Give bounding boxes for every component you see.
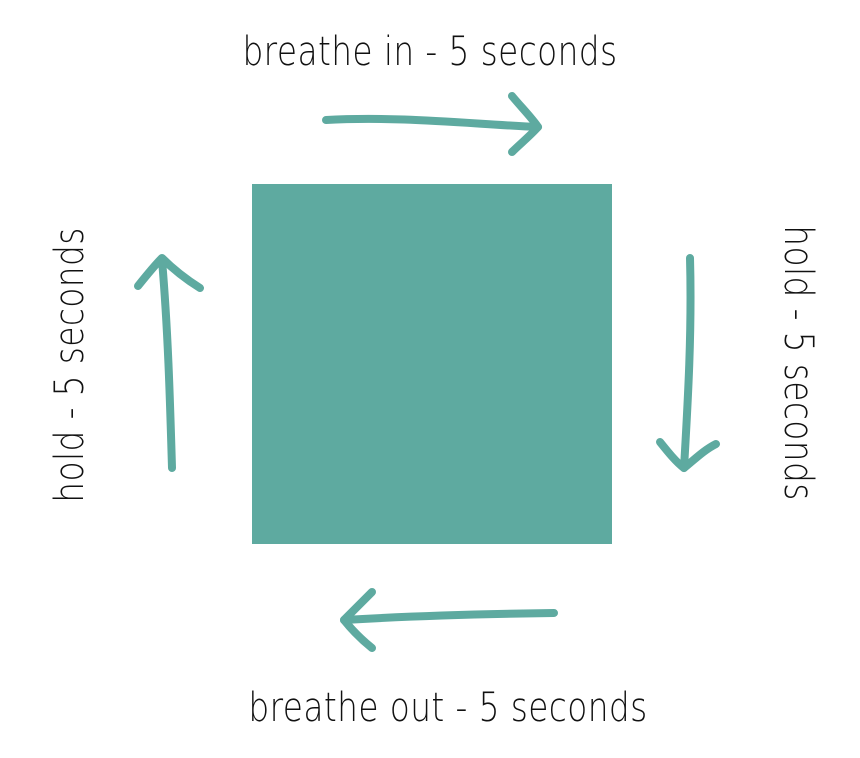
breathing-square [252, 184, 612, 544]
step-breathe-out-label: breathe out - 5 seconds [248, 685, 648, 731]
step-hold-right-label: hold - 5 seconds [775, 225, 821, 501]
arrow-bottom-left-icon [340, 588, 558, 652]
arrow-left-up-icon [134, 254, 204, 472]
step-breathe-in-label: breathe in - 5 seconds [242, 29, 618, 75]
arrow-top-right-icon [322, 92, 542, 156]
arrow-right-down-icon [656, 254, 720, 472]
step-hold-left-label: hold - 5 seconds [47, 227, 93, 503]
